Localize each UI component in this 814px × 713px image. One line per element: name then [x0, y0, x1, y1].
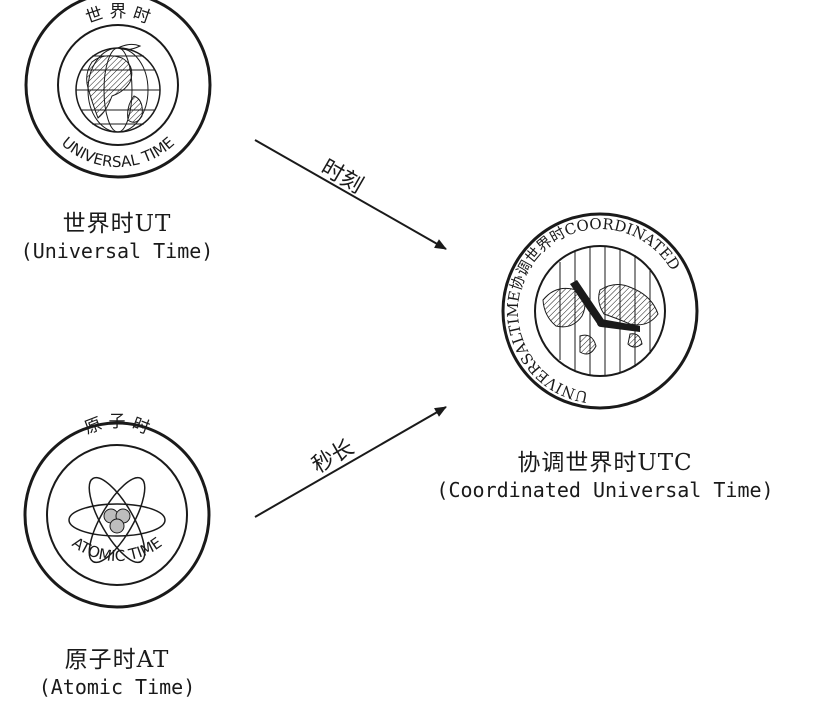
utc-seal: UNIVERSALTIME协调世界时COORDINATED — [501, 212, 699, 410]
at-label-cn: 原子时AT — [64, 647, 170, 673]
at-caption: 原子时AT (Atomic Time) — [0, 646, 234, 700]
ut-caption: 世界时UT (Universal Time) — [0, 210, 234, 264]
atom-icon — [68, 476, 166, 564]
utc-label-en: (Coordinated Universal Time) — [436, 477, 774, 502]
globe-icon — [75, 43, 161, 133]
at-seal: 原 子 时 ATOMIC TIME — [23, 412, 211, 609]
utc-label-cn: 协调世界时UTC — [517, 450, 693, 476]
arrow-at-to-utc — [254, 406, 447, 518]
world-clock-icon — [542, 246, 659, 376]
at-seal-top-text: 原 子 时 — [82, 412, 152, 439]
utc-caption: 协调世界时UTC (Coordinated Universal Time) — [400, 449, 810, 503]
ut-seal: 世 界 时 UNIVERSAL TIME — [24, 0, 212, 179]
at-label-en: (Atomic Time) — [38, 674, 196, 699]
at-seal-bottom-text: ATOMIC TIME — [69, 534, 165, 566]
arrow-ut-to-utc — [254, 139, 447, 250]
ut-label-en: (Universal Time) — [20, 238, 214, 263]
ut-label-cn: 世界时UT — [62, 211, 172, 237]
